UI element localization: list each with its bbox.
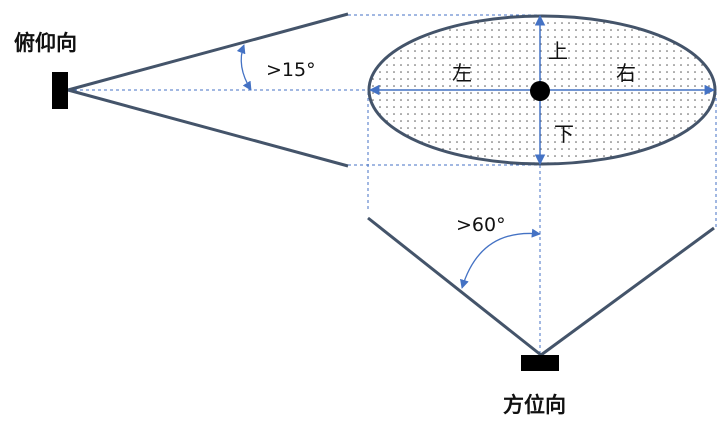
label-left: 左 bbox=[452, 61, 472, 85]
center-dot bbox=[530, 81, 550, 101]
pitch-angle-arc bbox=[236, 44, 252, 91]
azimuth-beam-right-edge bbox=[540, 226, 715, 357]
pitch-beam-lower-edge bbox=[67, 88, 349, 168]
pitch-angle-label: >15° bbox=[266, 59, 316, 81]
pitch-sensor-block bbox=[52, 72, 68, 109]
azimuth-title: 方位向 bbox=[503, 393, 566, 417]
azimuth-beam-left-edge bbox=[367, 216, 542, 357]
guide-lines bbox=[68, 14, 717, 355]
azimuth-angle-label: >60° bbox=[456, 214, 506, 236]
label-up: 上 bbox=[548, 39, 568, 63]
label-down: 下 bbox=[554, 122, 574, 146]
azimuth-angle-arc bbox=[459, 228, 541, 289]
label-right: 右 bbox=[616, 61, 636, 85]
pitch-beam-upper-edge bbox=[67, 12, 349, 92]
azimuth-sensor-block bbox=[521, 355, 559, 371]
pitch-title: 俯仰向 bbox=[14, 31, 77, 55]
